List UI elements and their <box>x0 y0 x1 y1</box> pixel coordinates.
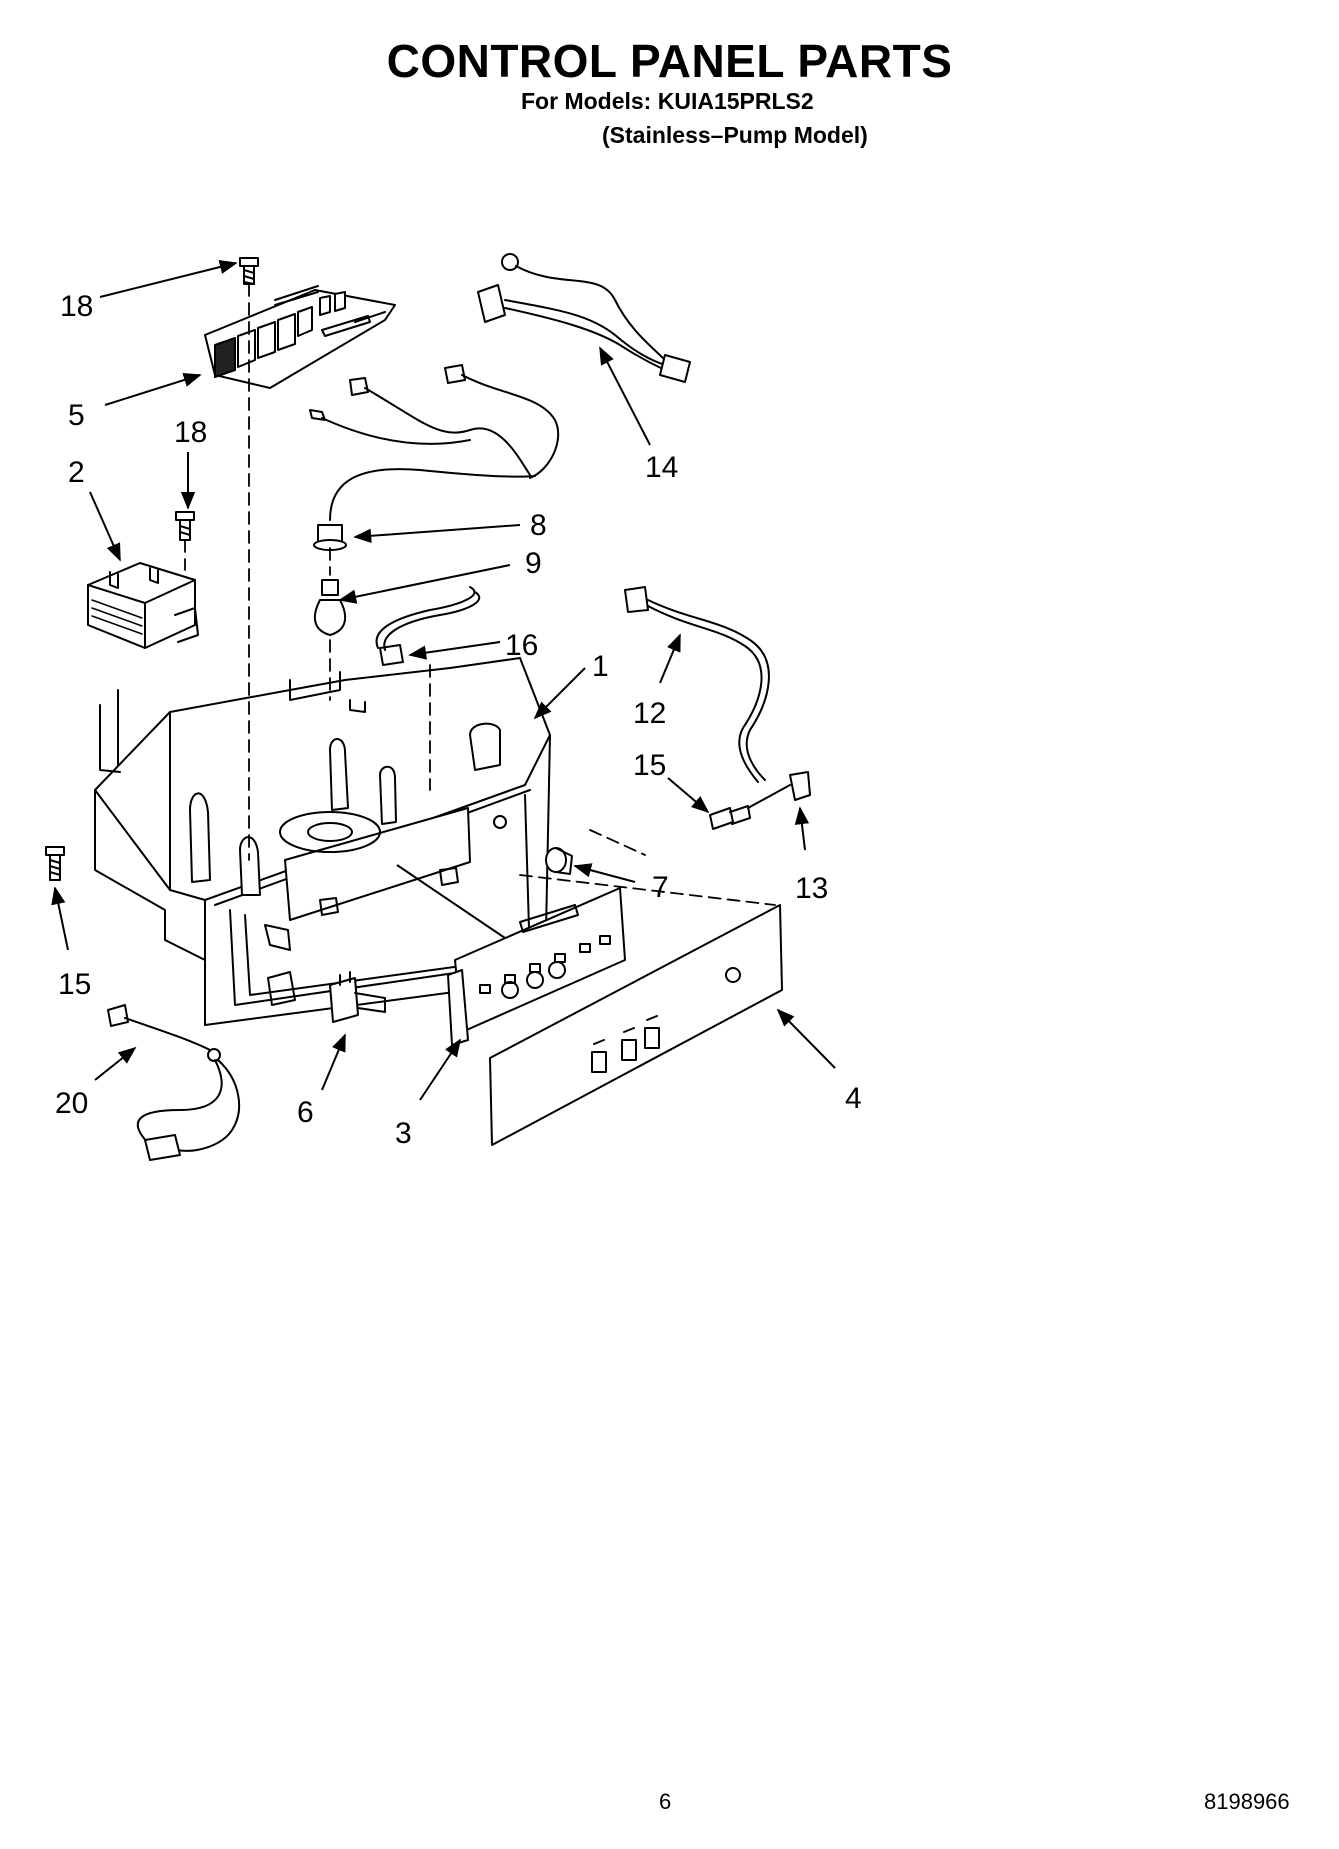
keypad-3 <box>447 887 626 1046</box>
screw-18-top <box>239 257 259 285</box>
callout-5: 5 <box>68 399 85 432</box>
callout-1: 1 <box>592 650 609 683</box>
screw-15-left <box>45 846 65 881</box>
thermistor-16 <box>375 586 481 666</box>
front-panel-4 <box>489 904 783 1146</box>
callout-12: 12 <box>633 697 666 730</box>
callout-7: 7 <box>652 871 669 904</box>
callout-15-left: 15 <box>58 968 91 1001</box>
page-title: CONTROL PANEL PARTS <box>386 35 953 87</box>
models-line: For Models: KUIA15PRLS2 <box>521 88 814 114</box>
wire-harness-14 <box>477 253 691 383</box>
alignment-lines <box>184 283 776 906</box>
control-housing-1 <box>94 657 551 1026</box>
screw-18-left <box>175 511 195 541</box>
wire-12 <box>624 586 770 783</box>
callout-18-left: 18 <box>174 416 207 449</box>
lamp-bulb-9 <box>313 579 347 636</box>
control-board-5 <box>204 285 396 389</box>
callout-9: 9 <box>525 547 542 580</box>
callout-8: 8 <box>530 509 547 542</box>
callout-4: 4 <box>845 1082 862 1115</box>
rocker-switch-6 <box>329 971 386 1023</box>
transformer-2 <box>87 562 199 649</box>
callout-18-top: 18 <box>60 290 93 323</box>
callout-6: 6 <box>297 1096 314 1129</box>
callout-13: 13 <box>795 872 828 905</box>
callout-3: 3 <box>395 1117 412 1150</box>
leader-lines <box>51 259 836 1101</box>
page-number: 6 <box>659 1789 672 1814</box>
callout-15-right: 15 <box>633 749 666 782</box>
callout-14: 14 <box>645 451 678 484</box>
clamp-13 <box>747 771 811 809</box>
button-7 <box>545 847 573 875</box>
screw-15-right <box>709 805 751 830</box>
callout-labels: 18 5 18 2 14 8 9 16 1 12 15 13 7 15 20 6… <box>55 290 862 1150</box>
callout-2: 2 <box>68 456 85 489</box>
wire-20 <box>107 1004 241 1161</box>
lamp-socket-8 <box>309 364 560 551</box>
model-description: (Stainless–Pump Model) <box>602 122 868 148</box>
document-number: 8198966 <box>1204 1789 1290 1814</box>
callout-16: 16 <box>505 629 538 662</box>
callout-20: 20 <box>55 1087 88 1120</box>
